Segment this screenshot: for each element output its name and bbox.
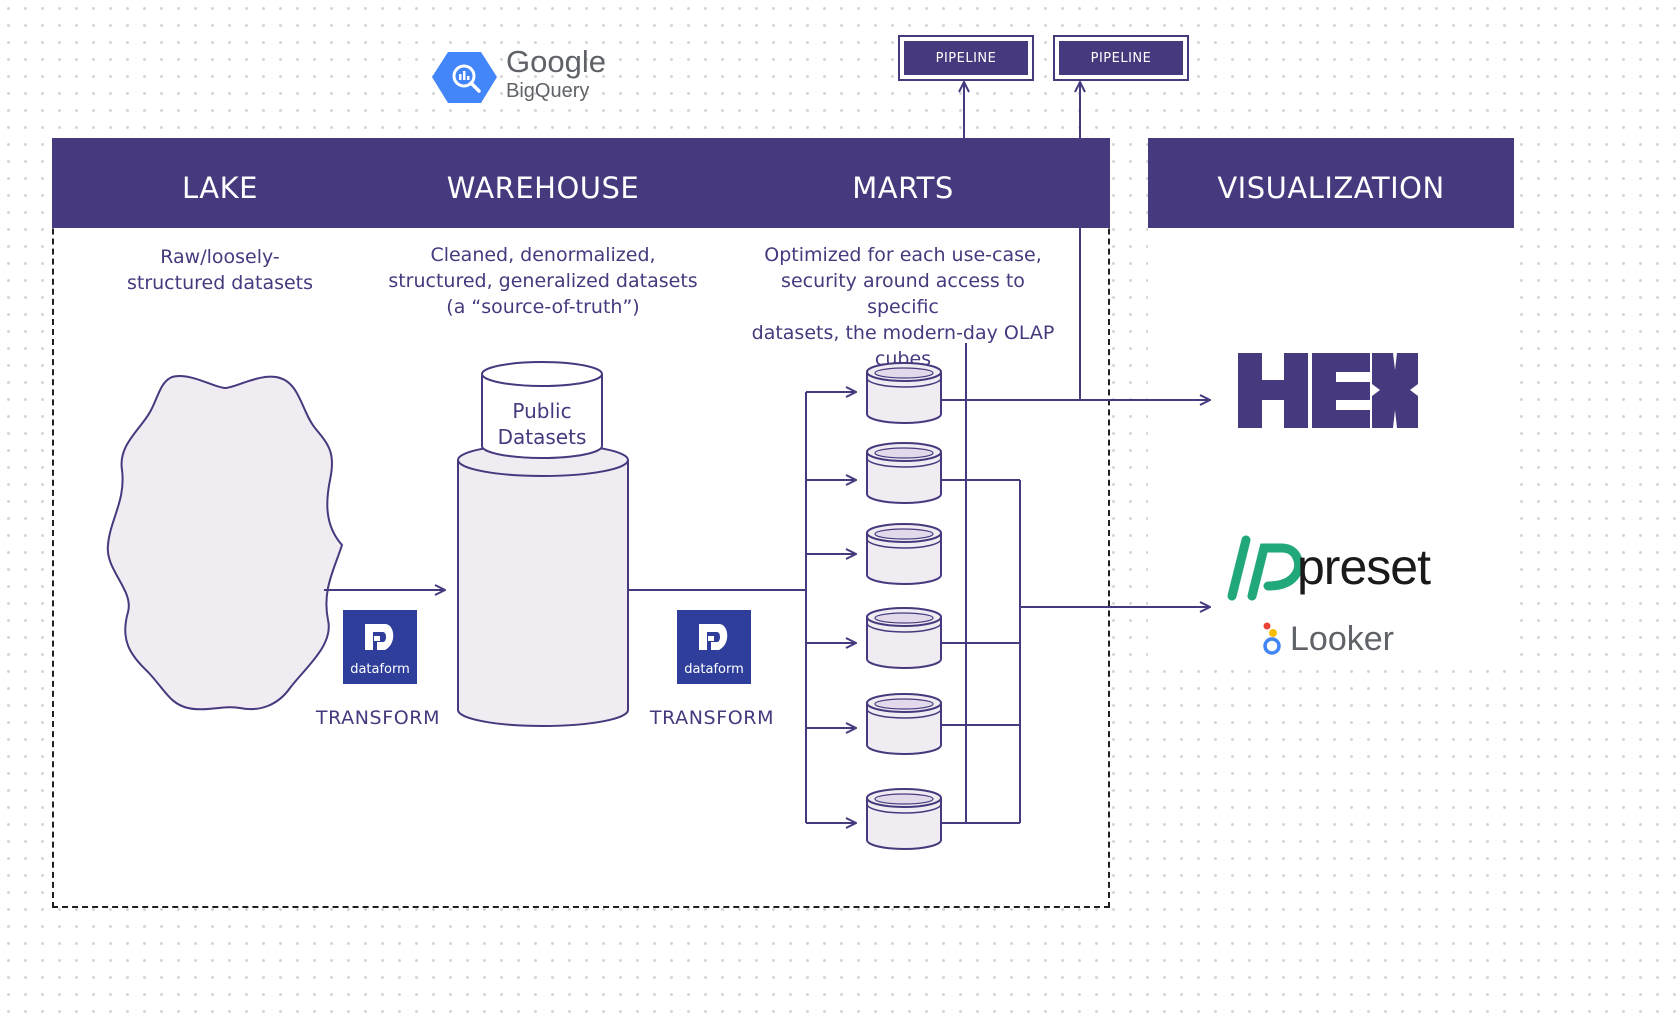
- visualization-panel: [1148, 228, 1514, 668]
- lake-desc-line: structured datasets: [126, 272, 314, 294]
- bigquery-logo-icon: [432, 52, 497, 103]
- looker-wordmark: Looker: [1290, 620, 1394, 658]
- warehouse-description: Cleaned, denormalized, structured, gener…: [383, 242, 703, 320]
- marts-title: MARTS: [852, 171, 954, 205]
- lake-description: Raw/loosely- structured datasets: [100, 244, 340, 296]
- mart-cylinder: [866, 523, 942, 585]
- warehouse-desc-line: structured, generalized datasets: [388, 270, 698, 292]
- pipeline-box: PIPELINE: [898, 35, 1034, 81]
- google-wordmark: Google: [506, 44, 606, 79]
- preset-logo-icon: [1227, 535, 1304, 601]
- transform-label: TRANSFORM: [315, 707, 441, 729]
- transform-label: TRANSFORM: [649, 707, 775, 729]
- mart-cylinder: [866, 788, 942, 850]
- pipeline-box: PIPELINE: [1053, 35, 1189, 81]
- warehouse-desc-line: (a “source-of-truth”): [446, 296, 640, 318]
- warehouse-desc-line: Cleaned, denormalized,: [430, 244, 656, 266]
- dataform-label: dataform: [684, 662, 744, 677]
- marts-description: Optimized for each use-case, security ar…: [743, 242, 1063, 372]
- marts-fanout-arrows: [806, 392, 856, 823]
- dataform-icon: [699, 624, 728, 650]
- visualization-header-band: VISUALIZATION: [1148, 138, 1514, 228]
- warehouse-cylinder: [457, 361, 629, 727]
- public-datasets-line: Datasets: [497, 425, 587, 449]
- dataform-icon: [365, 624, 394, 650]
- dataform-label: dataform: [350, 662, 410, 677]
- data-lake-blob: [106, 375, 344, 711]
- dataform-logo-1: dataform: [343, 610, 417, 684]
- pipeline-label: PIPELINE: [1059, 41, 1183, 75]
- marts-output-lines: [942, 82, 1210, 824]
- mart-cylinder: [866, 607, 942, 669]
- public-datasets-line: Public: [512, 399, 572, 423]
- warehouse-title: WAREHOUSE: [446, 171, 640, 205]
- preset-wordmark: preset: [1297, 539, 1431, 595]
- looker-logo-icon: [1263, 622, 1281, 655]
- lake-desc-line: Raw/loosely-: [160, 246, 280, 268]
- lake-title: LAKE: [181, 171, 258, 205]
- marts-desc-line: datasets, the modern-day OLAP: [751, 322, 1055, 344]
- visualization-title: VISUALIZATION: [1217, 171, 1445, 205]
- mart-cylinder: [866, 442, 942, 504]
- public-datasets-label: Public Datasets: [482, 398, 602, 450]
- mart-cylinders: [866, 362, 942, 850]
- dataform-logo-2: dataform: [677, 610, 751, 684]
- mart-cylinder: [866, 693, 942, 755]
- bigquery-wordmark: BigQuery: [506, 80, 590, 102]
- mart-cylinder: [866, 362, 942, 424]
- marts-desc-line: security around access to specific: [781, 270, 1025, 318]
- pipeline-label: PIPELINE: [904, 41, 1028, 75]
- hex-logo: [1238, 353, 1418, 428]
- platform-header-band: LAKE WAREHOUSE MARTS: [52, 138, 1110, 228]
- marts-desc-line: Optimized for each use-case,: [764, 244, 1042, 266]
